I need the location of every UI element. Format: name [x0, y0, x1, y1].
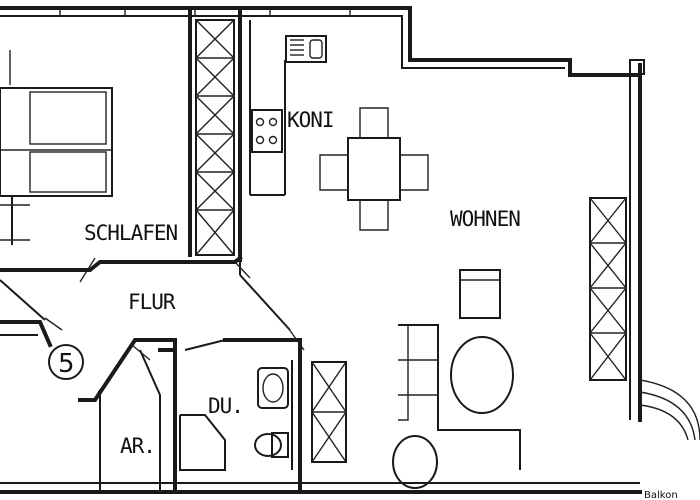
kitchen-sink: [285, 35, 327, 63]
room-label-schlafen: SCHLAFEN: [84, 221, 178, 245]
room-label-koni: KONI: [287, 108, 334, 132]
exterior-walls: [0, 6, 700, 494]
room-label-flur: FLUR: [128, 290, 176, 314]
wardrobe-cabinet: [195, 19, 235, 256]
toilet: [254, 432, 289, 458]
bathroom-cabinet: [311, 361, 347, 463]
bed: [0, 50, 113, 245]
coffee-table: [450, 336, 514, 414]
dining-table: [319, 107, 429, 231]
apartment-number-marker: 5: [48, 344, 84, 380]
kitchen-stove: [251, 109, 283, 153]
doors: [44, 257, 305, 361]
sofa: [398, 324, 521, 470]
round-table: [392, 435, 438, 489]
interior-walls: [0, 8, 302, 492]
room-label-ar: AR.: [120, 434, 155, 458]
balcony-label: Balkon: [644, 490, 678, 500]
apartment-number: 5: [58, 349, 75, 379]
room-label-du: DU.: [208, 394, 243, 418]
armchair: [459, 269, 501, 319]
washbasin: [257, 367, 289, 409]
room-label-wohnen: WOHNEN: [450, 207, 520, 231]
wall-shelf-unit: [589, 197, 627, 381]
